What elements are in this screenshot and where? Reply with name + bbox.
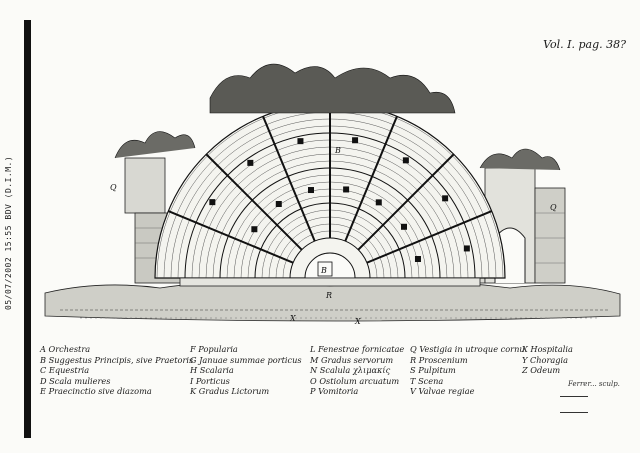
marker-stage: R [325, 291, 332, 300]
legend-entry: P Vomitoria [310, 386, 359, 396]
legend-entry: G Januae summae porticus [190, 354, 302, 365]
marker-cavea: B [334, 146, 341, 155]
radial-aisle [357, 153, 455, 251]
proscenium [179, 277, 481, 287]
radial-aisle [344, 115, 398, 242]
vomitorium-opening [275, 200, 282, 207]
legend-column-2: F Popularia G Januae summae porticus H S… [190, 344, 302, 397]
legend-entry: S Pulpitum [410, 365, 456, 375]
vomitorium-opening [375, 199, 382, 206]
orchestra [304, 252, 356, 279]
foliage-top [209, 63, 456, 114]
vomitorium-opening [343, 186, 350, 193]
legend-entry: K Gradus Lictorum [190, 386, 270, 396]
marker-orchestra: B [320, 266, 327, 275]
legend-entry: O Ostiolum arcuatum [310, 375, 400, 386]
radial-aisle [262, 115, 316, 242]
legend-entry: V Valvae regiae [410, 386, 475, 396]
engraver-signature: Ferrer... sculp. [568, 380, 620, 388]
legend-entry: I Porticus [190, 375, 230, 386]
marker-right-wing: Q [550, 203, 557, 212]
vomitorium-opening [402, 157, 409, 164]
vomitorium-opening [308, 187, 315, 194]
legend-entry: X Hospitalia [522, 344, 573, 354]
legend-entry: H Scalaria [190, 365, 234, 375]
legend-entry: D Scala mulieres [40, 375, 111, 386]
marker-front-right: X [354, 317, 361, 326]
legend-entry: R Proscenium [410, 354, 468, 365]
binding-spine [24, 20, 31, 438]
marker-left-wing: Q [110, 183, 117, 192]
legend-entry: C Equestria [40, 365, 90, 375]
vomitorium-opening [414, 256, 421, 263]
vomitorium-opening [463, 245, 470, 252]
legend-column-3: L Fenestrae fornicatae M Gradus servorum… [310, 344, 404, 397]
rule-line [560, 396, 588, 397]
volume-reference: Vol. I. pag. 38? [543, 38, 626, 51]
rule-line [560, 412, 588, 413]
vomitorium-opening [442, 195, 449, 202]
vomitorium-opening [247, 159, 254, 166]
legend-entry: Z Odeum [522, 365, 561, 375]
archive-stamp: 05/07/2002 15:55 BDV (D.I.M.) [4, 155, 13, 310]
legend-entry: E Praecinctio sive diazoma [40, 386, 152, 396]
legend-column-5: X Hospitalia Y Choragia Z Odeum [522, 344, 573, 376]
legend-entry: Q Vestigia in utroque cornu [410, 344, 525, 354]
legend-entry: M Gradus servorum [310, 354, 394, 365]
vomitorium-opening [352, 137, 359, 144]
vomitorium-opening [297, 138, 304, 145]
legend-entry: N Scalula χλιμακίς [310, 365, 391, 375]
legend-entry: T Scena [410, 375, 444, 386]
legend-column-4: Q Vestigia in utroque cornu R Proscenium… [410, 344, 525, 397]
legend-entry: B Suggestus Principis, sive Praetoris [40, 354, 194, 365]
radial-aisle [205, 153, 303, 251]
vomitorium-opening [209, 199, 216, 206]
legend-entry: Y Choragia [522, 354, 569, 365]
marker-front-left: X [289, 314, 296, 323]
legend-entry: L Fenestrae fornicatae [310, 344, 405, 354]
legend-entry: A Orchestra [40, 344, 91, 354]
legend-entry: F Popularia [190, 344, 238, 354]
legend-column-1: A Orchestra B Suggestus Principis, sive … [40, 344, 193, 397]
cavea-seating [154, 102, 506, 279]
ground-rubble [44, 281, 621, 322]
vomitorium-opening [251, 226, 258, 233]
plate-legend: A Orchestra B Suggestus Principis, sive … [40, 344, 600, 404]
theatre-engraving: B R Q Q B X X [44, 63, 621, 326]
vomitorium-opening [401, 223, 408, 230]
radial-aisle [167, 210, 294, 264]
radial-aisle [366, 210, 493, 264]
